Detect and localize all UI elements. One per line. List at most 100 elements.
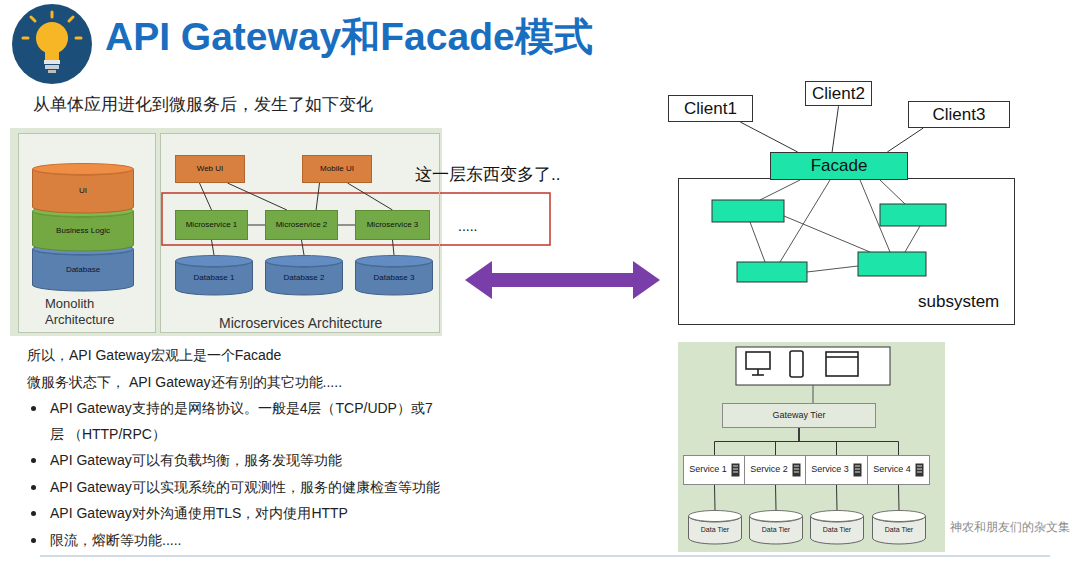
node-text: Data Tier [762, 526, 790, 535]
icon-circle [12, 4, 92, 84]
connector [898, 485, 900, 510]
bullet-dot [31, 406, 36, 411]
highlight-frame [162, 193, 550, 245]
window-icon [826, 352, 858, 376]
node-text: Business Logic [56, 226, 110, 236]
ellipsis-mark: ..... [458, 218, 477, 236]
node-text: Data Tier [885, 526, 913, 535]
connector [348, 183, 393, 210]
node-text: Data Tier [823, 526, 851, 535]
microservices-panel: Microservices ArchitectureWeb UIMobile U… [160, 133, 440, 333]
callout-note: 这一层东西变多了.. [415, 164, 560, 185]
monolith-panel: Monolith ArchitectureUIBusiness LogicDat… [18, 133, 156, 333]
cylinder-body [33, 169, 134, 213]
server-body [915, 464, 923, 477]
node-text: Mobile UI [320, 164, 354, 174]
server-slot [733, 466, 738, 467]
bullet-text: API Gateway可以有负载均衡，服务发现等功能 [50, 447, 342, 473]
server-slot [794, 469, 799, 470]
phone-icon [790, 351, 803, 377]
node-text: Service 4 [873, 464, 911, 475]
server-slot [917, 466, 922, 467]
bullet-dot [31, 511, 36, 516]
data-tier-cylinder: Data Tier [872, 510, 926, 544]
link [807, 266, 858, 272]
lightbulb-icon [12, 4, 92, 84]
facade-box: Facade [770, 152, 908, 180]
node-text: Database [66, 265, 100, 275]
connector [200, 183, 212, 210]
bulb-glass [36, 22, 68, 54]
node-text: Microservice 2 [276, 220, 328, 230]
bullet-text: API Gateway支持的是网络协议。一般是4层（TCP/UDP）或7层 （H… [50, 395, 445, 447]
cylinder-top [266, 256, 343, 267]
data-tier-cylinder: Data Tier [810, 510, 864, 544]
connector [212, 240, 215, 255]
link [780, 180, 830, 262]
cylinder-top [33, 164, 134, 175]
node-text: Service 1 [689, 464, 727, 475]
node-text: Web UI [197, 164, 224, 174]
connector [302, 240, 305, 255]
double-arrow [465, 261, 660, 299]
connector [740, 122, 797, 152]
link [880, 180, 905, 204]
subsystem-block [858, 252, 926, 276]
connector [776, 428, 800, 455]
cylinder-top [873, 511, 926, 522]
connector [836, 485, 838, 510]
node-text: Client1 [684, 98, 737, 119]
cylinder-top [176, 256, 253, 267]
bullet-dot [31, 458, 36, 463]
gateway-tier-box: Gateway Tier [722, 403, 876, 428]
monolith-panel-fill [18, 133, 156, 333]
node-text: UI [79, 186, 87, 196]
server-slot [917, 472, 922, 473]
microservices-panel-fill [160, 133, 440, 333]
connector [316, 183, 319, 210]
server-icon [853, 463, 862, 477]
microservice-box: Microservice 2 [265, 210, 338, 240]
connector [799, 428, 899, 455]
connector [832, 106, 838, 152]
bullet-dot [31, 538, 36, 543]
node-text: Database 2 [284, 273, 325, 283]
cylinder-top [750, 511, 803, 522]
database-cylinder: Database 2 [265, 255, 343, 295]
monitor-stand [752, 374, 764, 376]
server-slot [733, 472, 738, 473]
bulb-base [44, 60, 60, 64]
subsystem-box: subsystem [678, 178, 1015, 325]
bullet-text: API Gateway对外沟通使用TLS，对内使用HTTP [50, 500, 348, 526]
data-tier-cylinder: Data Tier [688, 510, 742, 544]
monitor-icon [746, 352, 770, 369]
subtitle: 从单体应用进化到微服务后，发生了如下变化 [33, 94, 373, 115]
server-body [731, 464, 739, 477]
link [784, 216, 870, 252]
connector [248, 225, 265, 226]
node-text: Client3 [933, 104, 986, 125]
ray [51, 12, 54, 17]
node-text: Service 3 [811, 464, 849, 475]
connector [775, 485, 777, 510]
ui-layer-cylinder: UI [32, 163, 134, 213]
node-text: Database 1 [194, 273, 235, 283]
server-slot [794, 472, 799, 473]
connector [338, 225, 355, 226]
node-text: Facade [811, 155, 868, 176]
service-box: Service 2 [744, 455, 808, 485]
server-icon [915, 463, 924, 477]
device-icons [746, 351, 858, 377]
node-text: Database 3 [374, 273, 415, 283]
server-body [853, 464, 861, 477]
service-box: Service 4 [867, 455, 931, 485]
connector [228, 183, 287, 210]
bulb-rays [23, 12, 81, 38]
server-slot [855, 466, 860, 467]
ray [31, 17, 35, 21]
bullet-text: API Gateway可以实现系统的可观测性，服务的健康检查等功能 [50, 474, 440, 500]
client-box: Client2 [805, 81, 872, 106]
bullet-dot [31, 485, 36, 490]
node-text: Client2 [812, 83, 865, 104]
